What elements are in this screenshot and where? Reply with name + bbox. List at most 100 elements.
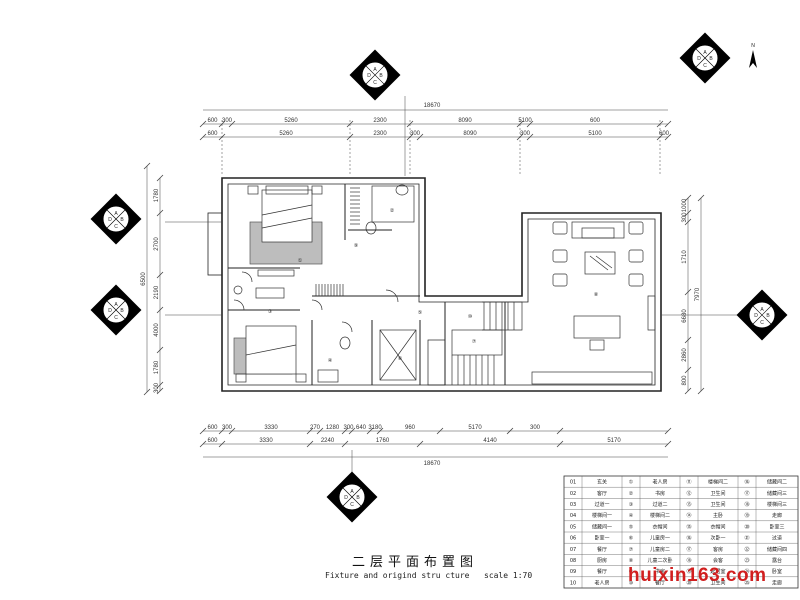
dimension-label: 2190 (154, 285, 160, 299)
door-swing (311, 299, 323, 311)
dimension-label: 3330 (259, 438, 273, 444)
marker-letter: A (703, 50, 707, 56)
dim-tick (664, 133, 672, 141)
furniture-layer (233, 184, 656, 385)
room-label: ⑦ (472, 339, 477, 345)
sofa (571, 221, 625, 239)
legend-cell: 老人房 (652, 479, 667, 486)
dim-tick (218, 440, 226, 448)
watermark: huixin163.com (628, 565, 767, 586)
room-label: ③ (268, 309, 273, 315)
desk (255, 287, 285, 299)
dim-tick (143, 162, 151, 170)
legend-cell: 08 (570, 558, 576, 564)
dimension-label: 2240 (321, 438, 335, 444)
dim-tick (416, 440, 424, 448)
marker-letter: A (350, 489, 354, 495)
building-walls (207, 177, 662, 392)
drawing-subtitle: Fixture and origind stru cture (325, 571, 470, 580)
legend-cell: ⑭ (686, 512, 691, 519)
legend-cell: ⑫ (686, 490, 691, 497)
dim-tick (156, 174, 164, 182)
marker-letter: D (108, 217, 112, 223)
dim-tick (684, 387, 692, 395)
marker-letter: B (356, 495, 360, 501)
legend-cell: 储藏间四 (767, 546, 787, 553)
legend-cell: 03 (570, 502, 576, 508)
legend-cell: 卫生间 (710, 501, 725, 508)
legend-cell: 楼梯间二 (650, 512, 670, 519)
marker-letter: D (344, 495, 348, 501)
north-label: N (751, 43, 755, 49)
dimension-label: 600 (207, 118, 218, 124)
dim-tick (664, 427, 672, 435)
dim-tick (664, 120, 672, 128)
coffee-table-pattern (589, 255, 613, 271)
dim-tick (316, 427, 324, 435)
legend-cell: 起居室 (710, 568, 725, 575)
legend-cell: 会客 (713, 557, 723, 564)
legend-cell: ⑱ (686, 557, 691, 564)
armchair (628, 221, 644, 235)
legend-cell: 楼梯间二 (708, 479, 728, 486)
legend-cell: ⑳ (744, 523, 749, 530)
armchair (628, 249, 644, 263)
legend-cell: 04 (570, 513, 576, 519)
chair (589, 339, 605, 351)
dim-tick (556, 427, 564, 435)
legend-cell: 卧室一 (594, 535, 609, 542)
marker-letter: B (379, 73, 383, 79)
dimension-label: 4000 (154, 323, 160, 337)
legend-cell: ⑰ (686, 546, 691, 553)
dim-tick (348, 427, 356, 435)
armchair (552, 249, 568, 263)
marker-cross (695, 48, 715, 68)
legend-cell: 卧室三 (769, 523, 784, 530)
dim-tick (199, 440, 207, 448)
dim-tick (199, 133, 207, 141)
legend-cell: 露台 (772, 557, 782, 564)
legend-cell: ⑤ (629, 524, 633, 530)
dim-tick (526, 120, 534, 128)
dimension-label: 600 (207, 425, 218, 431)
dresser (257, 269, 295, 277)
dimension-label: 4140 (483, 438, 497, 444)
dim-tick (228, 427, 236, 435)
dining-table (573, 315, 621, 339)
legend-cell: 书房 (655, 568, 665, 575)
room-label: ⑤ (418, 310, 423, 316)
legend-cell: ⑲ (744, 512, 749, 519)
legend-cell: ⑯ (686, 535, 691, 542)
dim-tick (199, 120, 207, 128)
marker-letter: C (703, 63, 707, 69)
legend-cell: 07 (570, 547, 576, 553)
dim-tick (526, 133, 534, 141)
outer-wall (221, 177, 662, 392)
legend-cell: 09 (570, 569, 576, 575)
legend-cell: ① (629, 480, 634, 486)
room-label: ④ (328, 358, 333, 364)
nightstand (311, 185, 323, 195)
north-arrow-shape (749, 50, 757, 68)
dim-tick (684, 194, 692, 202)
dimension-label: 2300 (373, 118, 387, 124)
marker-letter: B (120, 308, 124, 314)
legend-cell: 餐厅 (597, 568, 607, 575)
marker-letter: C (350, 502, 354, 508)
marker-letter: B (120, 217, 124, 223)
marker-letter: A (373, 67, 377, 73)
legend-cell: ⑥ (629, 536, 634, 542)
toilet (339, 336, 351, 350)
dim-tick (556, 440, 564, 448)
legend-cell: 储藏间三 (767, 490, 787, 497)
marker-cross (342, 487, 362, 507)
dimension-label: 8090 (463, 131, 477, 137)
window-bay (207, 212, 223, 276)
dim-tick (306, 440, 314, 448)
sink (317, 369, 339, 383)
